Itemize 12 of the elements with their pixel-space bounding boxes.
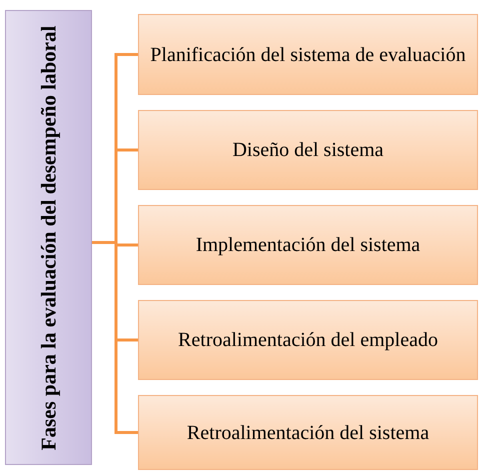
phase-label: Planificación del sistema de evaluación xyxy=(150,42,466,66)
phase-label: Implementación del sistema xyxy=(196,233,420,257)
phase-box xyxy=(138,14,478,95)
category-title: Fases para la evaluación del desempeño laboral xyxy=(35,25,61,450)
phase-label: Retroalimentación del empleado xyxy=(178,328,438,352)
phase-box xyxy=(138,110,478,190)
phase-box xyxy=(138,205,478,285)
phase-label: Diseño del sistema xyxy=(232,138,384,162)
category-box xyxy=(5,10,92,465)
phase-box xyxy=(138,395,478,470)
phase-label: Retroalimentación del sistema xyxy=(186,420,430,444)
phase-box xyxy=(138,300,478,380)
